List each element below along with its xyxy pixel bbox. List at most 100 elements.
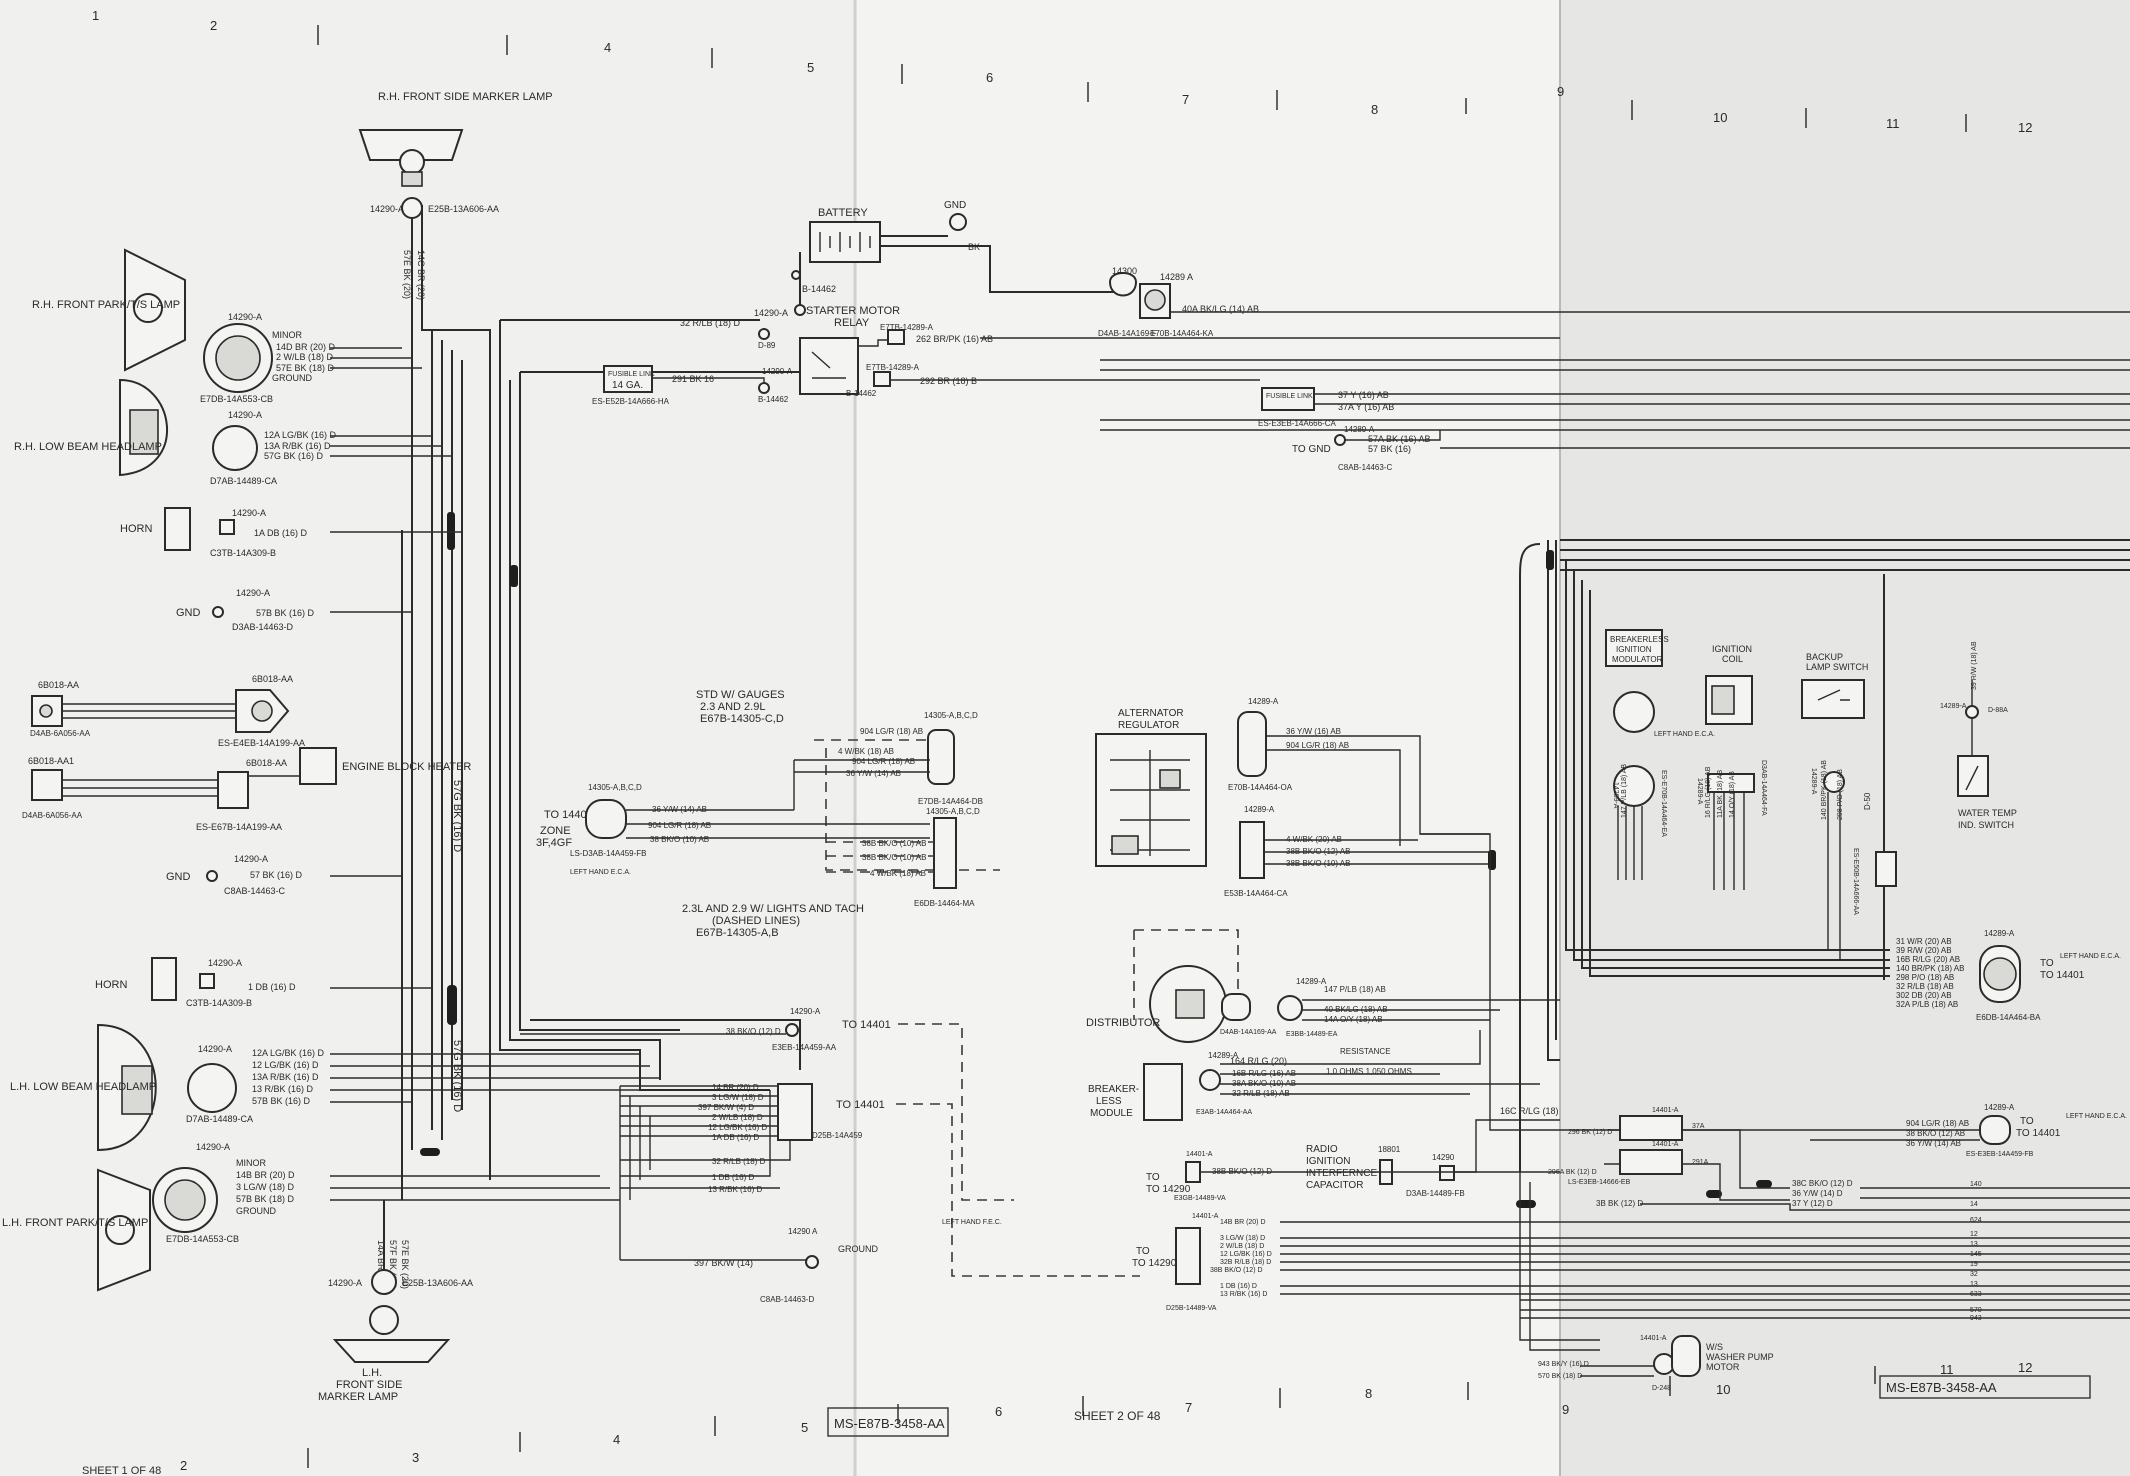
svg-text:C3TB-14A309-B: C3TB-14A309-B [186, 998, 252, 1008]
rh-park-lamp: R.H. FRONT PARK/T/S LAMP 14290-A E7DB-14… [32, 248, 422, 404]
svg-text:57E BK (18) D: 57E BK (18) D [276, 363, 335, 373]
svg-text:B-14462: B-14462 [802, 284, 836, 294]
svg-text:16C R/LG (18): 16C R/LG (18) [1500, 1106, 1559, 1116]
svg-text:397 BK/W (4) D: 397 BK/W (4) D [698, 1103, 754, 1112]
doc-number-center: MS-E87B-3458-AA [834, 1416, 945, 1431]
svg-text:38C BK/O (12) D: 38C BK/O (12) D [1792, 1179, 1853, 1188]
svg-text:GROUND: GROUND [272, 373, 312, 383]
svg-text:14300: 14300 [1112, 266, 1137, 276]
svg-text:MINOR: MINOR [236, 1158, 266, 1168]
svg-text:570 BK (18) D: 570 BK (18) D [1538, 1373, 1582, 1380]
svg-text:57G BK (16) D: 57G BK (16) D [264, 451, 324, 461]
svg-text:BACKUP: BACKUP [1806, 652, 1843, 662]
lh-park-lamp-title: L.H. FRONT PARK/T/S LAMP [2, 1217, 148, 1229]
svg-text:14290-A: 14290-A [198, 1044, 232, 1054]
svg-text:RESISTANCE: RESISTANCE [1340, 1047, 1391, 1056]
svg-text:TO 14290: TO 14290 [1146, 1184, 1191, 1195]
svg-text:2: 2 [180, 1458, 187, 1473]
fusible-link-right: FUSIBLE LINK ES-E3EB-14A666-CA 37 Y (16)… [1100, 359, 2130, 431]
svg-text:E7TB-14289-A: E7TB-14289-A [866, 363, 920, 372]
svg-text:397 BK/W (14): 397 BK/W (14) [694, 1258, 753, 1268]
svg-text:1A DB (16) D: 1A DB (16) D [254, 528, 308, 538]
svg-text:296A BK (12) D: 296A BK (12) D [1548, 1169, 1597, 1176]
svg-text:RELAY: RELAY [834, 317, 870, 329]
svg-text:14289-A: 14289-A [1940, 703, 1967, 710]
svg-text:32A P/LB (18) AB: 32A P/LB (18) AB [1896, 1000, 1958, 1009]
water-temp-switch: WATER TEMP IND. SWITCH 14289-A D-88A 39 … [1940, 641, 2017, 830]
svg-text:11: 11 [1886, 116, 1900, 131]
alternator-connector: 14300 14289 A D4AB-14A169-F E70B-14A464-… [1098, 266, 2130, 338]
battery: BATTERY GND BK B-14462 [791, 200, 1120, 316]
svg-text:147 P/LB (18) AB: 147 P/LB (18) AB [1324, 985, 1386, 994]
water-temp-title: IND. SWITCH [1958, 820, 2014, 830]
svg-text:LS-E3EB-14666-EB: LS-E3EB-14666-EB [1568, 1179, 1631, 1186]
svg-text:ES-E50B-14A666-AA: ES-E50B-14A666-AA [1852, 848, 1859, 915]
svg-text:2.3 AND 2.9L: 2.3 AND 2.9L [700, 701, 765, 713]
svg-text:12 LG/BK (16) D: 12 LG/BK (16) D [252, 1060, 319, 1070]
svg-text:1 DB (16) D: 1 DB (16) D [712, 1173, 754, 1182]
svg-text:3F,4GF: 3F,4GF [536, 837, 572, 849]
svg-text:147 P/LB (18) AB: 147 P/LB (18) AB [1621, 764, 1628, 818]
svg-text:TO GND: TO GND [1292, 444, 1331, 455]
svg-text:6: 6 [995, 1404, 1002, 1419]
title-block-center: MS-E87B-3458-AA SHEET 2 OF 48 [827, 1407, 1161, 1437]
svg-text:38 BK/O (10) AB: 38 BK/O (10) AB [650, 835, 709, 844]
svg-text:D4AB-14A169-AA: D4AB-14A169-AA [1220, 1029, 1277, 1036]
svg-text:2 W/LB (18) D: 2 W/LB (18) D [712, 1113, 763, 1122]
svg-text:ES-E3EB-14A666-CA: ES-E3EB-14A666-CA [1258, 419, 1336, 428]
svg-text:10: 10 [1713, 110, 1727, 125]
svg-text:2 W/LB (18) D: 2 W/LB (18) D [276, 352, 334, 362]
svg-text:C8AB-14463-C: C8AB-14463-C [224, 886, 286, 896]
svg-text:36 Y/W (14) AB: 36 Y/W (14) AB [1906, 1139, 1961, 1148]
svg-text:LEFT HAND E.C.A.: LEFT HAND E.C.A. [570, 869, 631, 876]
svg-text:7: 7 [1182, 92, 1189, 107]
svg-text:14289-A: 14289-A [1296, 977, 1327, 986]
svg-text:ES-E52B-14A666-HA: ES-E52B-14A666-HA [592, 397, 670, 406]
svg-text:TO: TO [1146, 1172, 1160, 1183]
svg-text:1A DB (16) D: 1A DB (16) D [712, 1133, 759, 1142]
svg-text:12A LG/BK (16) D: 12A LG/BK (16) D [264, 430, 337, 440]
svg-text:57G BK (16) D: 57G BK (16) D [451, 780, 463, 852]
svg-text:57 BK (16) D: 57 BK (16) D [250, 870, 303, 880]
svg-text:14289 A: 14289 A [1160, 272, 1193, 282]
svg-text:14289-A: 14289-A [1984, 929, 2015, 938]
svg-text:D7AB-14489-CA: D7AB-14489-CA [210, 476, 277, 486]
svg-text:STD W/ GAUGES: STD W/ GAUGES [696, 689, 785, 701]
svg-text:14290-A: 14290-A [208, 958, 242, 968]
lh-park-lamp: L.H. FRONT PARK/T/S LAMP 14290-A E7DB-14… [2, 1142, 620, 1292]
lh-headlamp-title: L.H. LOW BEAM HEADLAMP [10, 1081, 156, 1093]
svg-text:HORN: HORN [120, 523, 152, 535]
svg-text:57A BK (16) AB: 57A BK (16) AB [1368, 434, 1431, 444]
svg-text:57E BK (20): 57E BK (20) [402, 250, 412, 299]
svg-text:14B BR (20) D: 14B BR (20) D [236, 1170, 295, 1180]
svg-text:904 LG/R (18) AB: 904 LG/R (18) AB [852, 757, 915, 766]
ignition-coil: IGNITION COIL 14289-A D3AB-14A464-FA 147… [1621, 644, 1767, 890]
svg-text:LEFT HAND F.E.C.: LEFT HAND F.E.C. [942, 1219, 1002, 1226]
main-harness-left: 57G BK (16) D 57G BK (16) D [401, 205, 840, 1200]
svg-text:INTERFERNCE: INTERFERNCE [1306, 1168, 1377, 1179]
d25b-connector: D25B-14A459 TO 14401 14 BR (20) D 3 LG/W… [619, 1083, 1140, 1277]
svg-text:14: 14 [1970, 1201, 1978, 1208]
svg-text:40A BK/LG (14) AB: 40A BK/LG (14) AB [1182, 304, 1259, 314]
svg-text:ES-E4EB-14A199-AA: ES-E4EB-14A199-AA [218, 738, 305, 748]
svg-text:E3GB-14489-VA: E3GB-14489-VA [1174, 1195, 1226, 1202]
svg-text:9: 9 [1562, 1402, 1569, 1417]
svg-text:E70B-14A464-OA: E70B-14A464-OA [1228, 783, 1293, 792]
rh-park-lamp-title: R.H. FRONT PARK/T/S LAMP [32, 299, 180, 311]
gnd-mid: GND 14290-A 57 BK (16) D C8AB-14463-C [166, 854, 402, 896]
svg-text:9: 9 [1557, 84, 1564, 99]
svg-text:14289-A: 14289-A [1344, 425, 1375, 434]
svg-text:31 W/R (20) AB: 31 W/R (20) AB [1896, 937, 1952, 946]
svg-text:36 Y/W (16) AB: 36 Y/W (16) AB [1286, 727, 1341, 736]
svg-text:1.0 OHMS 1,050 OHMS: 1.0 OHMS 1,050 OHMS [1326, 1067, 1412, 1076]
svg-text:13 R/BK (16) D: 13 R/BK (16) D [708, 1185, 762, 1194]
svg-text:E7DB-14A553-CB: E7DB-14A553-CB [200, 394, 273, 404]
svg-text:IGNITION: IGNITION [1306, 1156, 1350, 1167]
svg-text:38B BK/O (10) AB: 38B BK/O (10) AB [862, 839, 926, 848]
svg-text:IGNITION: IGNITION [1616, 645, 1652, 654]
svg-text:14401-A: 14401-A [1652, 1107, 1679, 1114]
lh-headlamp: L.H. LOW BEAM HEADLAMP 14290-A D7AB-1448… [10, 1023, 670, 1152]
svg-text:D4AB-6A056-AA: D4AB-6A056-AA [30, 729, 91, 738]
svg-text:E53B-14A464-CA: E53B-14A464-CA [1224, 889, 1288, 898]
